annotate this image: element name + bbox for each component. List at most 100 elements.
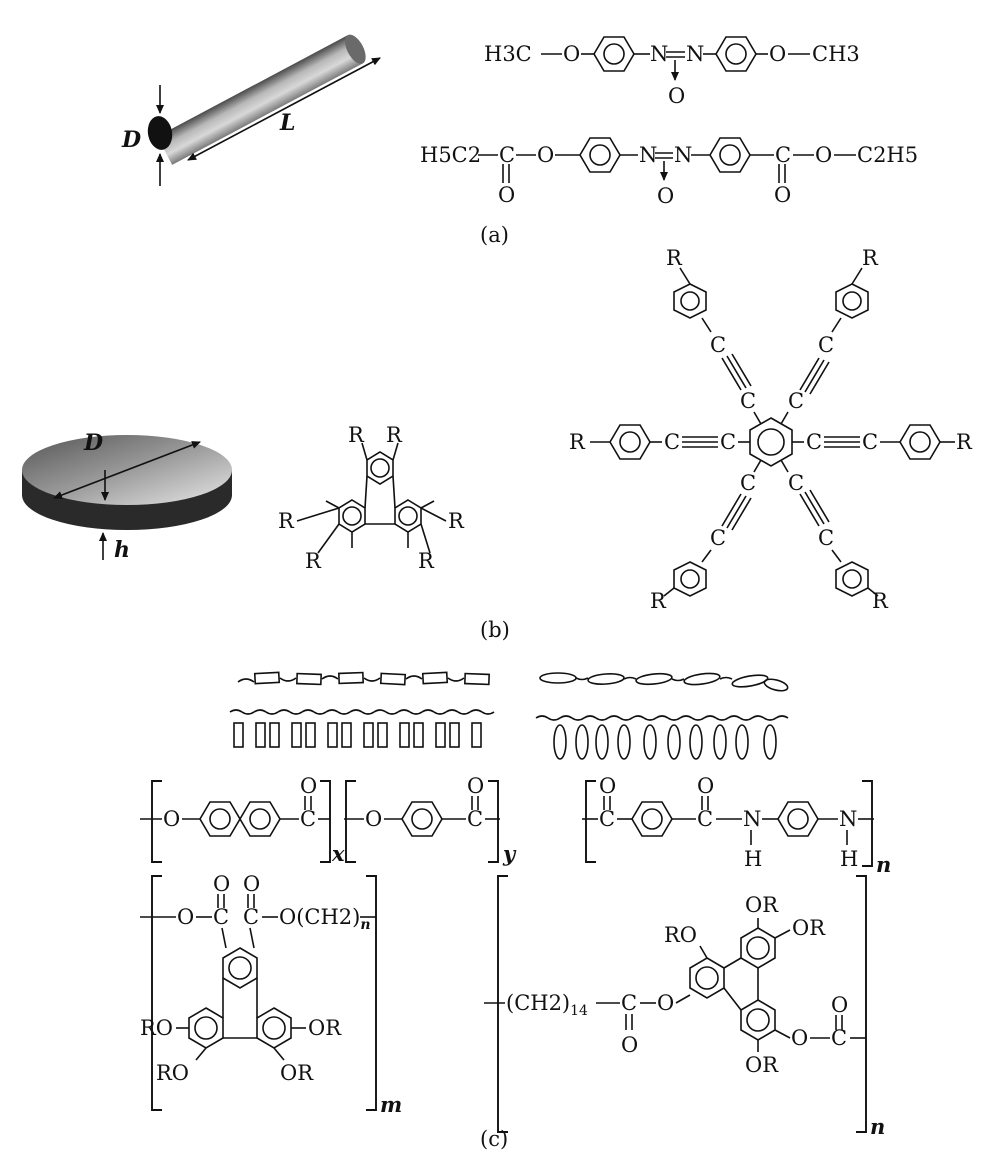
aramid-carbonyl-o: O (599, 774, 616, 798)
tp-polyester-ro: RO (156, 1061, 189, 1085)
triphenylene-spacer-polymer: (CH2)14 C O O RO OR (484, 875, 885, 1139)
benzene-ring (609, 424, 651, 460)
triphenylene-core: R R R R R R (278, 423, 465, 573)
benzene-ring (579, 137, 621, 173)
mol2-ester-o-right: O (815, 143, 832, 167)
tp-spacer-c: C (621, 991, 637, 1015)
mol2-left-group: H5C2 (420, 143, 481, 167)
mol2-right-group: C2H5 (857, 143, 918, 167)
panel-a: D L H3C O N N O O (121, 34, 918, 247)
tp-spacer-ester-o: O (657, 991, 674, 1015)
benzene-ring (777, 801, 819, 837)
benzene-ring (338, 499, 366, 533)
hexayne-r-upper-right: R (862, 246, 879, 270)
benzene-ring (673, 283, 707, 319)
tp-polyester-ro: RO (140, 1016, 173, 1040)
mol1-left-group: H3C (484, 42, 532, 66)
triphenylene-r1: R (348, 423, 365, 447)
molecule-azoxy-diester: H5C2 C O O N N O (420, 137, 918, 208)
aramid-c: C (599, 807, 615, 831)
mol2-ester-o-left: O (537, 143, 554, 167)
hexayne-c: C (818, 526, 834, 550)
triphenylene-core (188, 947, 292, 1049)
benzene-ring (899, 424, 941, 460)
side-chain-disks-schematic (535, 715, 789, 760)
benzene-ring (593, 36, 635, 72)
tp-spacer-carbonyl-o: O (831, 993, 848, 1017)
main-chain-disks-schematic (539, 672, 789, 692)
panel-b: D h R R (22, 246, 973, 642)
rod-length-label: L (279, 110, 295, 136)
aramid-carbonyl-o: O (697, 774, 714, 798)
molecule-azoxyanisole: H3C O N N O O CH3 (484, 36, 860, 108)
hexayne-r-upper-left: R (666, 246, 683, 270)
polyester-c: C (300, 807, 316, 831)
rod-shape: D L (121, 34, 381, 186)
caption-a: (a) (480, 223, 509, 247)
tp-spacer-ro: RO (664, 923, 697, 947)
benzene-ring (835, 283, 869, 319)
mol2-n1: N (639, 143, 657, 167)
tp-spacer-sub-n: n (870, 1114, 885, 1139)
benzene-ring (709, 137, 751, 173)
triphenylene-r2: R (386, 423, 403, 447)
aramid-polymer: C O C O N H N H (582, 774, 891, 877)
hexayne-c: C (788, 471, 804, 495)
hexayne-c: C (862, 430, 878, 454)
mol1-ether-o-left: O (563, 42, 580, 66)
mol2-carbonyl-o-left: O (498, 183, 515, 207)
polyester-copolymer: O C O x O C (140, 774, 517, 866)
polyester-carbonyl-o: O (300, 774, 317, 798)
hexayne-c: C (664, 430, 680, 454)
mol1-n2: N (686, 42, 704, 66)
triphenylene-polyester: O C O O C O(CH2)n (140, 872, 402, 1117)
hexayne-c: C (788, 389, 804, 413)
tp-spacer-carbonyl-o: O (621, 1033, 638, 1057)
polyester-c: C (467, 807, 483, 831)
mol2-carbonyl-o-right: O (774, 183, 791, 207)
length-arrow (187, 57, 381, 161)
tp-spacer-or: OR (792, 916, 826, 940)
tp-polyester-carbonyl-o: O (243, 872, 260, 896)
triphenylene-r3: R (278, 509, 295, 533)
benzene-ring (366, 451, 394, 485)
aramid-n: N (839, 807, 857, 831)
polyester-sub-x: x (331, 841, 345, 866)
disk-diameter-label: D (83, 430, 103, 456)
tp-polyester-carbonyl-o: O (213, 872, 230, 896)
tp-spacer-ester-o: O (791, 1026, 808, 1050)
central-benzene (749, 417, 793, 467)
benzene-ring (631, 801, 673, 837)
hexayne-r-lower-right: R (872, 589, 889, 613)
hexayne-c: C (818, 333, 834, 357)
mol1-ether-o-right: O (769, 42, 786, 66)
polyester-o: O (163, 807, 180, 831)
benzene-ring (401, 801, 443, 837)
hexayne-molecule: C C R C C R (569, 246, 973, 613)
rod-diameter-label: D (121, 127, 141, 153)
aramid-sub-n: n (876, 852, 891, 877)
hexayne-c: C (740, 471, 756, 495)
triphenylene-r5: R (305, 549, 322, 573)
benzene-ring (715, 36, 757, 72)
tp-spacer-or: OR (745, 893, 779, 917)
polyester-sub-y: y (502, 841, 517, 866)
benzene-ring (673, 561, 707, 597)
tp-polyester-or: OR (308, 1016, 342, 1040)
polyester-carbonyl-o: O (467, 774, 484, 798)
hexayne-r-right: R (956, 430, 973, 454)
triphenylene-core (689, 927, 776, 1041)
disk-shape: D h (22, 430, 232, 563)
caption-c: (c) (480, 1127, 508, 1150)
side-chain-rods-schematic (229, 709, 495, 748)
tp-polyester-c: C (243, 905, 259, 929)
mol2-carbonyl-c-left: C (499, 143, 515, 167)
mol1-n1: N (650, 42, 668, 66)
tp-polyester-sub-m: m (380, 1092, 402, 1117)
tp-spacer-ch2: (CH2)14 (506, 991, 588, 1019)
hexayne-c: C (740, 389, 756, 413)
hexayne-c: C (806, 430, 822, 454)
disk-diameter-arrow (53, 441, 201, 499)
tp-polyester-spacer: O(CH2)n (279, 905, 371, 933)
aramid-h: H (744, 847, 762, 871)
